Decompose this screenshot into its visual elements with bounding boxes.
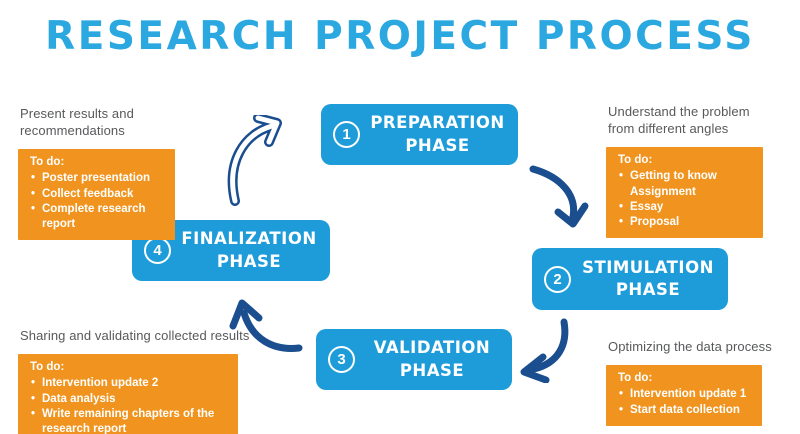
todo-item: Intervention update 1 [616, 387, 752, 402]
todo-list: Intervention update 1 Start data collect… [616, 387, 752, 418]
todo-box: To do: Intervention update 1 Start data … [606, 365, 762, 426]
todo-box: To do: Intervention update 2 Data analys… [18, 354, 238, 434]
phase-box-preparation: 1 PREPARATION PHASE [321, 104, 518, 165]
phase-box-finalization: 4 FINALIZATION PHASE [132, 220, 330, 281]
todo-list: Getting to know Assignment Essay Proposa… [616, 169, 753, 230]
note-description: Sharing and validating collected results [20, 328, 250, 343]
page-title: RESEARCH PROJECT PROCESS [45, 14, 755, 59]
note-finalization: Present results and recommendations To d… [18, 105, 193, 241]
arrow-validation-to-finalization-icon [229, 299, 303, 352]
todo-item: Collect feedback [28, 187, 165, 202]
phase-box-stimulation: 2 STIMULATION PHASE [532, 248, 728, 310]
todo-list: Intervention update 2 Data analysis Writ… [28, 376, 228, 434]
todo-label: To do: [30, 361, 65, 374]
phase-title: STIMULATION PHASE [580, 257, 716, 302]
phase-number-badge: 4 [144, 237, 171, 264]
note-preparation: Understand the problem from different an… [606, 103, 778, 239]
todo-item: Write remaining chapters of the research… [28, 407, 228, 434]
todo-list: Poster presentation Collect feedback Com… [28, 171, 165, 232]
todo-item: Proposal [616, 215, 753, 230]
phase-title: VALIDATION PHASE [364, 337, 500, 382]
todo-label: To do: [30, 156, 65, 169]
phase-title-line2: PHASE [405, 135, 470, 155]
todo-item: Essay [616, 200, 753, 215]
todo-label: To do: [618, 154, 653, 167]
phase-title: FINALIZATION PHASE [180, 228, 318, 273]
todo-box: To do: Poster presentation Collect feedb… [18, 149, 175, 241]
phase-title-line2: PHASE [615, 280, 681, 299]
arrow-stimulation-to-validation-icon [520, 318, 569, 383]
arrow-finalization-to-preparation-icon [227, 115, 282, 206]
todo-item: Data analysis [28, 392, 228, 407]
note-description: Understand the problem from different an… [608, 104, 750, 137]
note-description: Optimizing the data process [608, 339, 772, 354]
arrow-preparation-to-stimulation-icon [529, 165, 589, 228]
phase-number-badge: 2 [544, 265, 571, 293]
todo-item: Poster presentation [28, 171, 165, 186]
phase-title-line1: FINALIZATION [181, 229, 317, 249]
todo-item: Intervention update 2 [28, 376, 228, 391]
todo-item: Getting to know Assignment [616, 169, 753, 199]
phase-title-line1: STIMULATION [582, 257, 714, 277]
phase-number-badge: 3 [328, 346, 355, 373]
todo-item: Complete research report [28, 202, 165, 232]
note-stimulation: Optimizing the data process To do: Inter… [606, 338, 800, 426]
phase-title-line2: PHASE [399, 360, 465, 380]
note-description: Present results and recommendations [20, 106, 134, 139]
todo-item: Start data collection [616, 403, 752, 418]
todo-box: To do: Getting to know Assignment Essay … [606, 147, 763, 239]
phase-title-line1: VALIDATION [373, 338, 491, 358]
phase-number-badge: 1 [333, 121, 360, 148]
todo-label: To do: [618, 372, 653, 385]
phase-title: PREPARATION PHASE [369, 112, 506, 157]
phase-box-validation: 3 VALIDATION PHASE [316, 329, 512, 390]
phase-title-line2: PHASE [216, 251, 282, 271]
phase-title-line1: PREPARATION [370, 113, 505, 133]
note-validation: Sharing and validating collected results… [18, 327, 263, 434]
